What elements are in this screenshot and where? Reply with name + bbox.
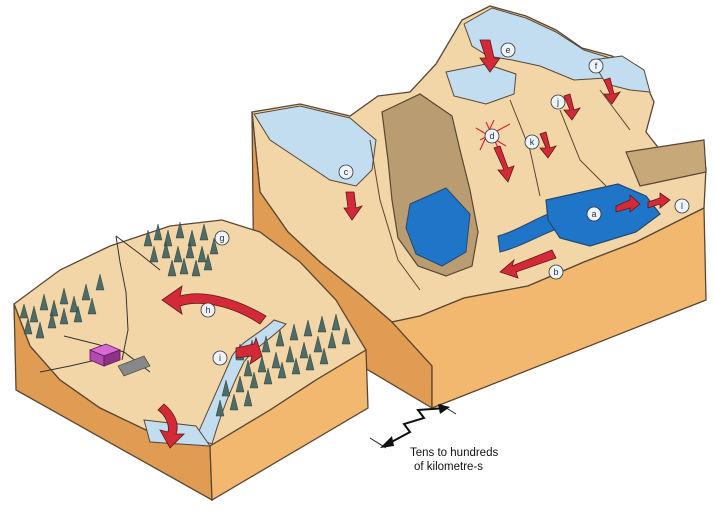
svg-text:k: k [530, 137, 535, 147]
svg-text:j: j [556, 97, 559, 107]
svg-text:d: d [489, 131, 494, 141]
marker-j: j [551, 95, 565, 109]
marker-d: d [485, 129, 499, 143]
marker-k: k [525, 135, 539, 149]
svg-text:i: i [219, 353, 221, 363]
svg-text:g: g [219, 233, 224, 243]
marker-e: e [501, 43, 515, 57]
svg-text:b: b [553, 267, 558, 277]
marker-c: c [339, 165, 353, 179]
marker-i: i [213, 351, 227, 365]
marker-l: l [675, 199, 689, 213]
scale-zigzag-arrow [384, 408, 446, 446]
marker-b: b [549, 265, 563, 279]
marker-g: g [215, 231, 229, 245]
scale-caption-line-2: of kilometre-s [414, 461, 483, 473]
svg-text:a: a [591, 209, 596, 219]
scale-arrowhead-left [380, 436, 394, 448]
scale-caption-line-1: Tens to hundreds [410, 447, 498, 459]
svg-text:h: h [205, 305, 210, 315]
svg-text:e: e [505, 45, 510, 55]
scale-indicator: Tens to hundreds of kilometre-s [370, 404, 498, 473]
marker-h: h [201, 303, 215, 317]
marker-f: f [589, 59, 603, 73]
marker-a: a [587, 207, 601, 221]
svg-text:c: c [344, 167, 349, 177]
svg-text:l: l [681, 201, 683, 211]
